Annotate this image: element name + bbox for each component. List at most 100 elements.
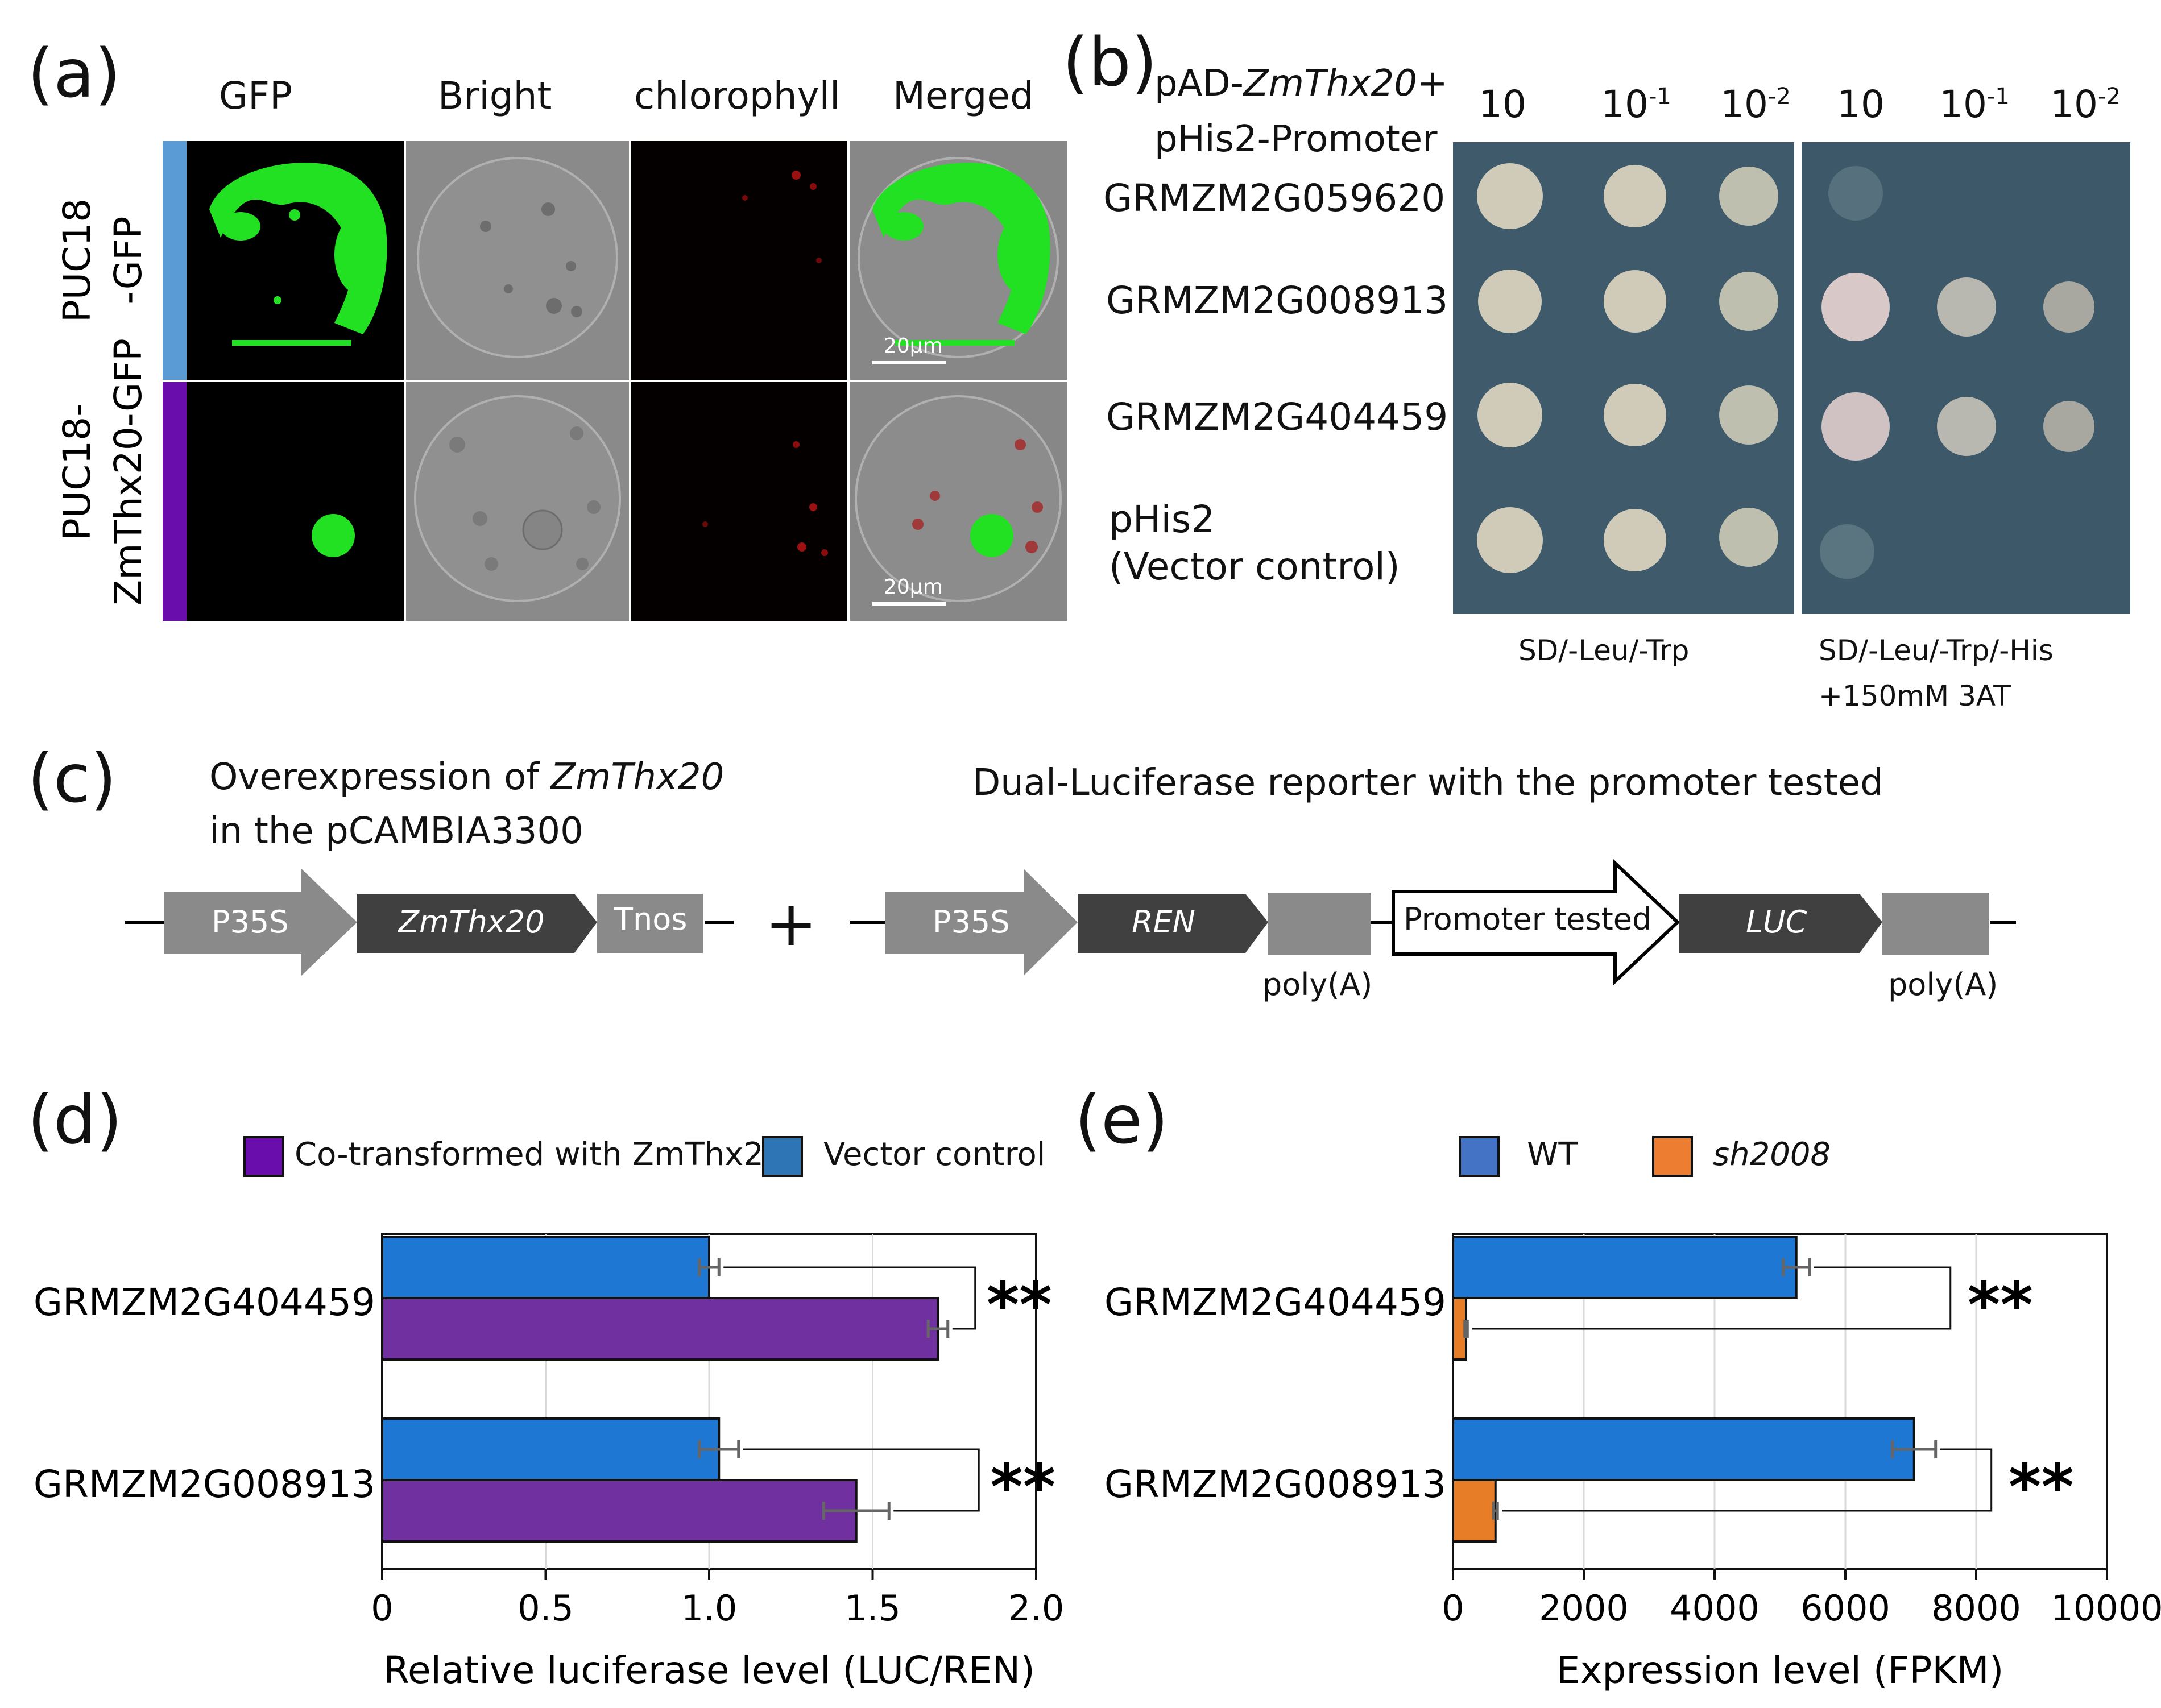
x-tick-label: 0.5	[518, 1587, 574, 1629]
yeast-row-label-1: GRMZM2G059620	[1103, 176, 1446, 220]
promoter-arrow	[1392, 859, 1680, 985]
col-label-merged: Merged	[893, 74, 1034, 118]
promoter-label: Promoter tested	[1404, 901, 1652, 937]
x-tick-label: 2000	[1539, 1587, 1629, 1629]
dilution-right-10-2: 10-2	[2050, 82, 2121, 126]
polya-label-1: poly(A)	[1262, 967, 1373, 1002]
image-bright-row1	[406, 141, 629, 380]
legend-e-label-2: sh2008	[1713, 1136, 1831, 1173]
dilution-left-10: 10	[1479, 82, 1526, 126]
bar-vector-control	[381, 1417, 721, 1481]
legend-e-swatch-2	[1652, 1136, 1693, 1177]
p35s-arrow-left	[164, 869, 357, 976]
yeast-row-label-2: GRMZM2G008913	[1106, 279, 1448, 322]
bar-co-transformed-with-zmthx20	[381, 1479, 858, 1543]
ren-block	[1078, 894, 1268, 953]
legend-d-swatch-2	[762, 1136, 803, 1177]
category-label: GRMZM2G404459	[1104, 1280, 1446, 1324]
luc-label: LUC	[1746, 904, 1807, 940]
legend-d-label-2: Vector control	[823, 1136, 1046, 1173]
image-gfp-row1	[187, 141, 404, 380]
significance-bracket	[1472, 1266, 1952, 1330]
x-tick-label: 0	[371, 1587, 393, 1629]
row-label-puc18-zmthx20-gfp: PUC18- ZmThx20-GFP	[45, 318, 159, 625]
category-label: GRMZM2G008913	[1104, 1462, 1446, 1506]
col-label-gfp: GFP	[219, 74, 292, 118]
yeast-row-label-3: GRMZM2G404459	[1106, 395, 1448, 439]
x-tick-label: 1.0	[681, 1587, 738, 1629]
panel-b-header-line1: pAD-ZmThx20+	[1154, 63, 1448, 105]
panel-b-label: (b)	[1062, 23, 1157, 101]
panel-d-label: (d)	[27, 1080, 122, 1159]
x-tick-label: 10000	[2051, 1587, 2161, 1629]
row-color-bar-1	[163, 141, 187, 380]
plot-frame	[1452, 1233, 2108, 1570]
dilution-right-10-1: 10-1	[1939, 82, 2010, 126]
x-tick-label: 0	[1442, 1587, 1464, 1629]
significance-label: **	[987, 1268, 1052, 1341]
x-tick-label: 6000	[1800, 1587, 1890, 1629]
image-merged-row1: 20μm	[850, 141, 1067, 380]
tnos-block	[597, 894, 703, 953]
bar-sh2008	[1452, 1479, 1497, 1543]
significance-bracket	[723, 1266, 976, 1330]
yeast-plate-right	[1802, 142, 2130, 614]
polya-block-1	[1268, 893, 1371, 955]
scalebar-label-row2: 20μm	[884, 575, 943, 599]
p35s-arrow-right	[885, 869, 1078, 976]
bar-co-transformed-with-zmthx20	[381, 1297, 939, 1361]
image-chlorophyll-row1	[631, 141, 847, 380]
tnos-label: Tnos	[614, 901, 688, 937]
construct-diagram	[125, 859, 2016, 985]
panel-a-label: (a)	[27, 34, 121, 113]
svg-text:ZmThx20-GFP: ZmThx20-GFP	[106, 338, 150, 606]
significance-bracket	[1502, 1448, 1993, 1512]
dilution-left-10-2: 10-2	[1720, 82, 1791, 126]
x-tick-label: 4000	[1670, 1587, 1760, 1629]
col-label-bright: Bright	[438, 74, 552, 118]
polya-block-2	[1882, 893, 1989, 955]
legend-e-label-1: WT	[1527, 1136, 1578, 1173]
svg-text:-GFP: -GFP	[106, 216, 150, 304]
row-label-puc18-gfp: PUC18 -GFP	[45, 141, 159, 380]
panel-e-label: (e)	[1075, 1080, 1169, 1159]
image-bright-row2	[406, 382, 629, 621]
construct-left-title-1: Overexpression of ZmThx20	[209, 756, 725, 798]
zmthx20-label: ZmThx20	[398, 904, 545, 940]
x-axis-label: Expression level (FPKM)	[1556, 1648, 2004, 1692]
x-tick-label: 8000	[1931, 1587, 2021, 1629]
image-gfp-row2	[187, 382, 404, 621]
polya-label-2: poly(A)	[1888, 967, 1998, 1002]
legend-e-swatch-1	[1459, 1136, 1500, 1177]
media-label-right-2: +150mM 3AT	[1819, 679, 2011, 712]
x-axis-label: Relative luciferase level (LUC/REN)	[383, 1648, 1035, 1692]
svg-text:PUC18-: PUC18-	[55, 403, 99, 541]
yeast-row-label-4: pHis2	[1109, 498, 1215, 541]
scalebar-label-row1: 20μm	[884, 334, 943, 358]
category-label: GRMZM2G008913	[34, 1462, 375, 1506]
luc-block	[1679, 894, 1882, 953]
significance-bracket	[743, 1448, 980, 1512]
p35s-label-right: P35S	[933, 904, 1010, 940]
yeast-plate-left	[1453, 142, 1794, 614]
construct-left-title-2: in the pCAMBIA3300	[209, 810, 583, 852]
x-tick-label: 2.0	[1008, 1587, 1065, 1629]
svg-text:PUC18: PUC18	[55, 198, 99, 322]
p35s-label-left: P35S	[212, 904, 289, 940]
dilution-left-10-1: 10-1	[1601, 82, 1671, 126]
x-tick-label: 1.5	[844, 1587, 901, 1629]
significance-label: **	[990, 1450, 1055, 1523]
col-label-chlorophyll: chlorophyll	[634, 74, 841, 118]
significance-label: **	[2009, 1450, 2074, 1523]
bar-wt	[1452, 1417, 1915, 1481]
bar-vector-control	[381, 1236, 710, 1299]
image-chlorophyll-row2	[631, 382, 847, 621]
category-label: GRMZM2G404459	[34, 1280, 375, 1324]
panel-b-header-line2: pHis2-Promoter	[1154, 118, 1438, 160]
legend-d-label-1: Co-transformed with ZmThx20	[295, 1136, 784, 1173]
dilution-right-10: 10	[1837, 82, 1885, 126]
image-merged-row2: 20μm	[850, 382, 1067, 621]
yeast-row-label-5: (Vector control)	[1109, 545, 1400, 588]
ren-label: REN	[1132, 904, 1196, 940]
